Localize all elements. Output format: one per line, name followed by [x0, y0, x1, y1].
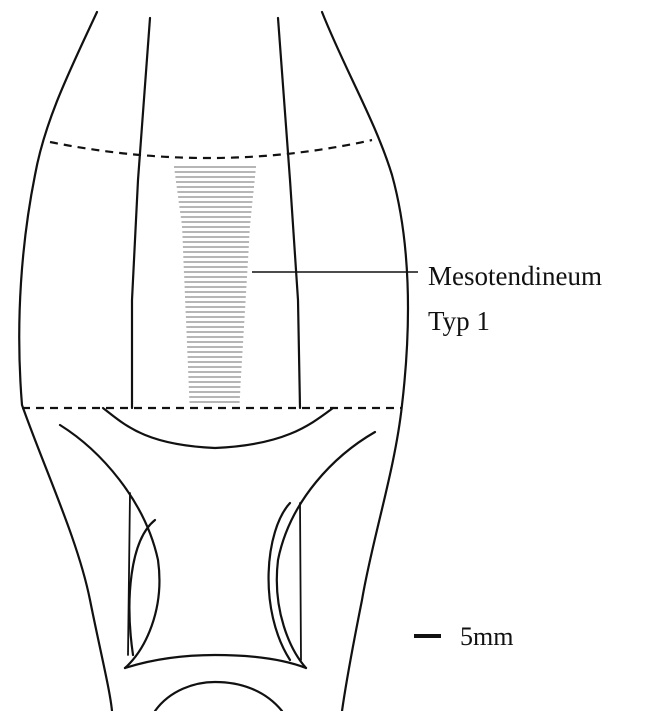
lower-joint-arc — [155, 682, 282, 711]
scale-bar-label: 5mm — [460, 622, 513, 651]
pulley-right-wing — [277, 432, 375, 668]
right-vertical-line — [300, 503, 301, 660]
outer-contour-left — [19, 12, 112, 711]
pulley-upper-arc — [103, 408, 333, 448]
dashed-boundary-upper — [50, 140, 372, 158]
outer-contour-right — [322, 12, 408, 711]
mesotendineum-hatch — [174, 167, 256, 402]
label-mesotendineum-line2: Typ 1 — [428, 306, 490, 336]
tendon-line-left — [132, 18, 150, 408]
left-lens-outer — [129, 520, 155, 655]
label-mesotendineum-line1: Mesotendineum — [428, 261, 602, 291]
pulley-lower-arc — [125, 655, 306, 668]
tendon-line-right — [278, 18, 300, 408]
